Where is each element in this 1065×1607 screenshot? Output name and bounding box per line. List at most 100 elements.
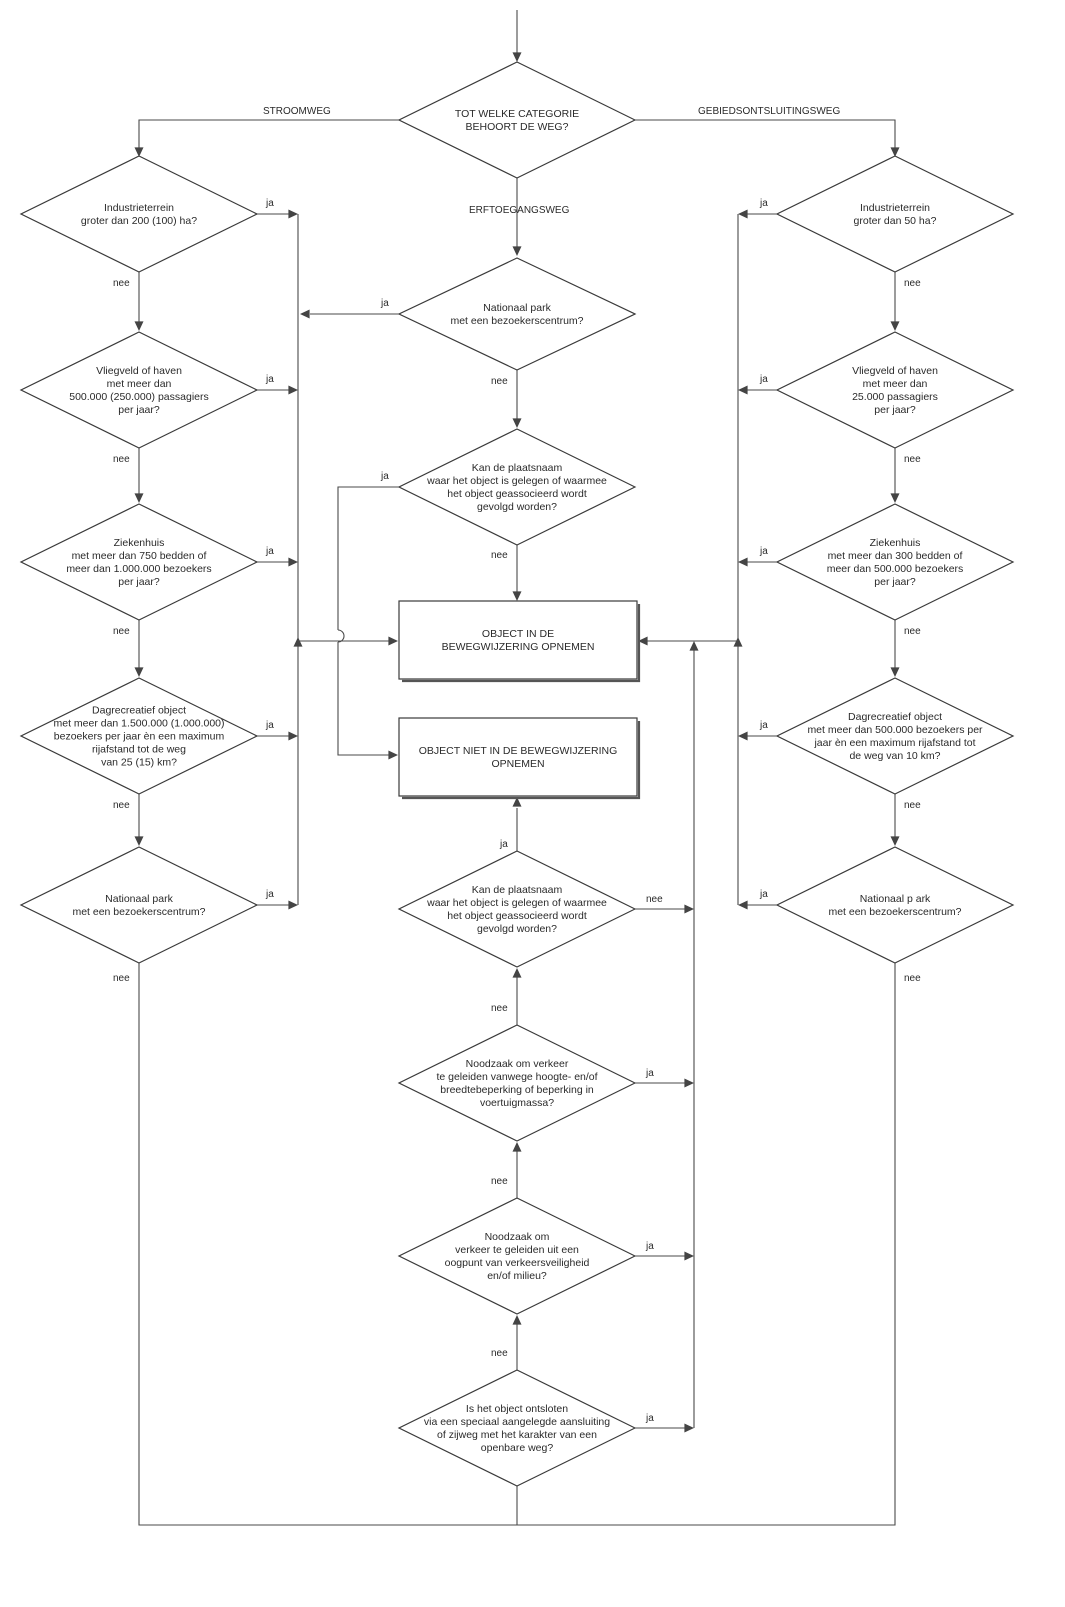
- right-decision-1-text: Industrieterrein: [860, 202, 930, 214]
- arrow-head: [300, 309, 310, 319]
- arrow-head: [890, 493, 900, 503]
- left-decision-2-text: per jaar?: [118, 404, 160, 416]
- left-yes-label: ja: [265, 374, 274, 385]
- arrow-head: [738, 557, 748, 567]
- middle-bottom-decision-1-text: gevolgd worden?: [477, 923, 557, 935]
- left-decision-3-text: Ziekenhuis: [114, 537, 165, 549]
- arrow-head: [288, 731, 298, 741]
- middle-bottom-no-label: nee: [491, 1176, 508, 1187]
- middle-bottom-decision-2-shape: [397, 1024, 637, 1142]
- arrow-head: [512, 1142, 522, 1152]
- arrow-head: [738, 209, 748, 219]
- middle-decision-park-text: met een bezoekerscentrum?: [450, 315, 583, 327]
- middle-bottom-decision-1-text: het object geassocieerd wordt: [447, 910, 587, 922]
- arrow-head: [689, 641, 699, 651]
- category-middle-label: ERFTOEGANGSWEG: [469, 205, 570, 216]
- left-decision-1-text: Industrieterrein: [104, 202, 174, 214]
- outcome-exclude-text: OPNEMEN: [491, 758, 544, 770]
- arrow-head: [134, 147, 144, 157]
- right-decision-5-shape: [775, 846, 1015, 964]
- middle-bottom-decision-2-text: Noodzaak om verkeer: [466, 1058, 569, 1070]
- left-yes-label: ja: [265, 889, 274, 900]
- right-decision-4-text: Dagrecreatief object: [848, 711, 942, 723]
- arrow-head: [288, 557, 298, 567]
- start-decision-shape: [397, 61, 637, 179]
- middle-placename-yes-label: ja: [380, 471, 389, 482]
- middle-bottom-decision-4-text: openbare weg?: [481, 1442, 554, 1454]
- right-decision-2-shape: [775, 331, 1015, 449]
- right-decision-5-text: met een bezoekerscentrum?: [828, 906, 961, 918]
- arrow-head: [512, 418, 522, 428]
- left-decision-2-text: 500.000 (250.000) passagiers: [69, 391, 209, 403]
- middle-decision-placename-top-text: Kan de plaatsnaam: [472, 462, 563, 474]
- middle-bottom-branch-label: ja: [645, 1241, 654, 1252]
- middle-bottom-decision-4-text: via een speciaal aangelegde aansluiting: [424, 1416, 610, 1428]
- middle-bottom-decision-1-text: Kan de plaatsnaam: [472, 884, 563, 896]
- left-decision-3-text: met meer dan 750 bedden of: [72, 550, 207, 562]
- arrow-head: [388, 750, 398, 760]
- left-yes-label: ja: [265, 198, 274, 209]
- start-decision-text: BEHOORT DE WEG?: [466, 121, 569, 133]
- right-decision-4-shape: [775, 677, 1015, 795]
- arrow-head: [288, 900, 298, 910]
- left-yes-label: ja: [265, 546, 274, 557]
- left-decision-1-text: groter dan 200 (100) ha?: [81, 215, 197, 227]
- branch-left-line: [138, 119, 399, 153]
- left-decision-5-shape: [19, 846, 259, 964]
- arrow-head: [684, 1078, 694, 1088]
- arrow-head: [890, 667, 900, 677]
- middle-bottom-decision-4-text: of zijweg met het karakter van een: [437, 1429, 597, 1441]
- arrow-head: [134, 493, 144, 503]
- right-no-label: nee: [904, 278, 921, 289]
- middle-bottom-decision-3-text: verkeer te geleiden uit een: [455, 1244, 579, 1256]
- right-decision-2-text: 25.000 passagiers: [852, 391, 938, 403]
- connector-lines: [134, 10, 900, 1526]
- left-decision-3-shape: [19, 503, 259, 621]
- left-decision-4-text: bezoekers per jaar èn een maximum: [54, 731, 225, 743]
- middle-park-yes-label: ja: [380, 298, 389, 309]
- left-no-label: nee: [113, 454, 130, 465]
- left-decision-1-shape: [19, 155, 259, 273]
- arrow-head: [288, 209, 298, 219]
- middle-bottom-decision-3-text: en/of milieu?: [487, 1270, 547, 1282]
- right-no-label: nee: [904, 626, 921, 637]
- outcome-include-shadow: [402, 604, 641, 683]
- right-yes-label: ja: [759, 198, 768, 209]
- left-no-label: nee: [113, 626, 130, 637]
- middle-bottom-branch-label: ja: [645, 1413, 654, 1424]
- category-right-label: GEBIEDSONTSLUITINGSWEG: [698, 106, 840, 117]
- middle-bottom-no-label: nee: [491, 1348, 508, 1359]
- outcome-exclude-text: OBJECT NIET IN DE BEWEGWIJZERING: [419, 745, 618, 757]
- middle-bottom-decision-2-text: voertuigmassa?: [480, 1097, 554, 1109]
- middle-bottom-branch-label: ja: [645, 1068, 654, 1079]
- left-decision-4-text: Dagrecreatief object: [92, 705, 186, 717]
- middle-bottom-decision-1-text: waar het object is gelegen of waarmee: [426, 897, 607, 909]
- left-decision-4-text: van 25 (15) km?: [101, 757, 177, 769]
- left-decision-5-text: Nationaal park: [105, 893, 173, 905]
- right-decision-2-text: per jaar?: [874, 404, 916, 416]
- arrow-head: [134, 667, 144, 677]
- left-decision-2-text: Vliegveld of haven: [96, 365, 182, 377]
- middle-decision-park-text: Nationaal park: [483, 302, 551, 314]
- right-decision-5-text: Nationaal p ark: [860, 893, 931, 905]
- outcome-include-shape: [398, 600, 638, 680]
- arrow-head: [293, 637, 303, 647]
- right-decision-4-text: jaar èn een maximum rijafstand tot: [813, 737, 975, 749]
- middle-bottom-decision-1-shape: [397, 850, 637, 968]
- middle-park-no-label: nee: [491, 376, 508, 387]
- middle-decision-placename-top-text: waar het object is gelegen of waarmee: [426, 475, 607, 487]
- middle-bottom-decision-2-text: breedtebeperking of beperking in: [440, 1084, 594, 1096]
- outcome-include-text: BEWEGWIJZERING OPNEMEN: [442, 641, 595, 653]
